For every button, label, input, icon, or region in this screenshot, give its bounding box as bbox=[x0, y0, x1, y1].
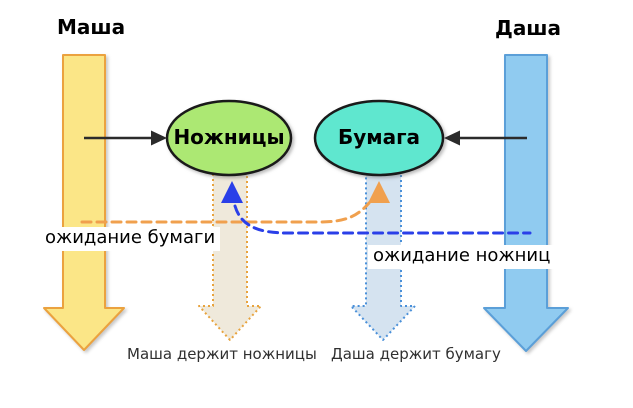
masha-holds-caption: Маша держит ножницы bbox=[127, 345, 317, 363]
paper-label: Бумага bbox=[337, 125, 421, 149]
masha-timeline-arrow bbox=[43, 54, 125, 351]
masha-to-scissors-arrowhead-icon bbox=[151, 130, 167, 146]
masha-holds-scissors-arrow bbox=[198, 169, 262, 341]
dasha-request-scissors-path bbox=[233, 204, 532, 235]
masha-request-paper-path bbox=[80, 201, 371, 224]
wait-paper-label: ожидание бумаги bbox=[40, 227, 221, 251]
dasha-timeline-arrow bbox=[483, 54, 569, 352]
wait-scissors-label: ожидание ножниц bbox=[368, 245, 556, 269]
dasha-request-arrowhead-icon bbox=[221, 181, 243, 203]
masha-request-arrowhead-icon bbox=[368, 181, 390, 203]
masha-label: Маша bbox=[57, 15, 126, 39]
masha-to-scissors-arrow bbox=[84, 130, 167, 146]
dasha-holds-caption: Даша держит бумагу bbox=[331, 345, 501, 363]
dasha-to-paper-arrowhead-icon bbox=[444, 130, 460, 146]
scissors-label: Ножницы bbox=[173, 125, 285, 149]
masha-request-paper bbox=[80, 181, 390, 224]
dasha-label: Даша bbox=[495, 16, 562, 40]
dasha-to-paper-arrow bbox=[444, 130, 527, 146]
dasha-request-scissors bbox=[221, 181, 532, 235]
paper-node-shape bbox=[313, 99, 445, 177]
